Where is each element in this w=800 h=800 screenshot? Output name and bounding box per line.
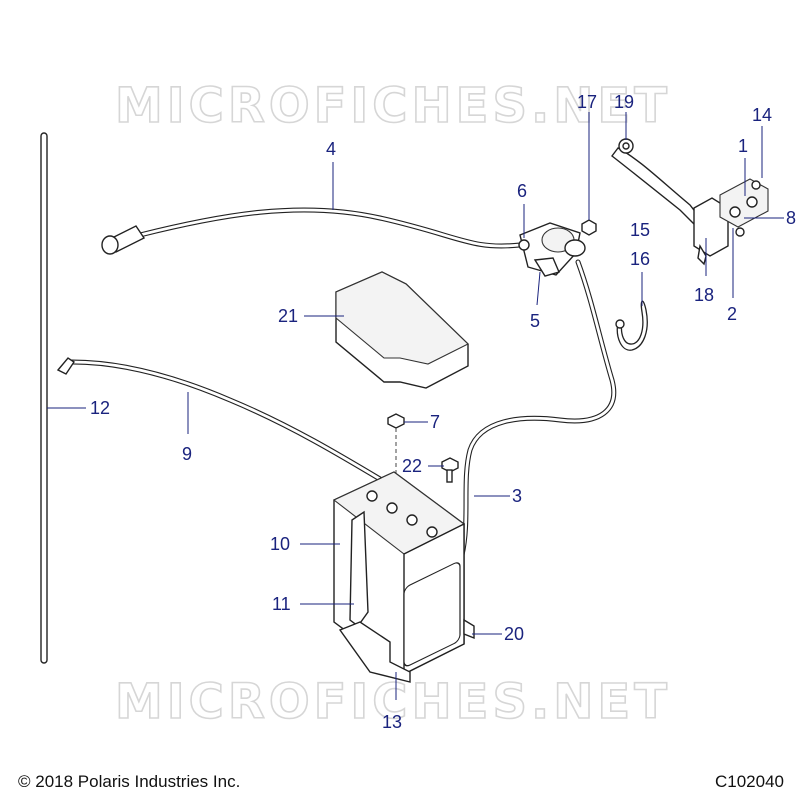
svg-text:21: 21 [278, 306, 298, 326]
callout-13: 13 [382, 672, 402, 732]
part-1-relay [719, 178, 769, 237]
svg-text:19: 19 [614, 92, 634, 112]
part-4-cable [101, 207, 523, 255]
part-21-cover [335, 271, 469, 389]
callout-21: 21 [278, 306, 344, 326]
callout-12: 12 [47, 398, 110, 418]
callout-2: 2 [727, 228, 737, 324]
svg-text:12: 12 [90, 398, 110, 418]
figure-id: C102040 [714, 772, 784, 791]
part-12-vent-tube [40, 132, 48, 664]
part-20-bracket [463, 618, 475, 640]
callout-10: 10 [270, 534, 340, 554]
callout-7: 7 [404, 412, 440, 432]
part-11-strap [349, 510, 369, 627]
part-16-clamp [615, 300, 648, 351]
callout-16: 16 [630, 249, 650, 306]
part-10-battery [332, 471, 466, 676]
svg-text:2: 2 [727, 304, 737, 324]
svg-text:9: 9 [182, 444, 192, 464]
callout-19: 19 [614, 92, 634, 140]
copyright-text: © 2018 Polaris Industries Inc. [18, 772, 241, 791]
part-13-tray [338, 621, 411, 683]
part-17-nut [581, 219, 597, 236]
svg-text:7: 7 [430, 412, 440, 432]
callout-5: 5 [530, 271, 541, 331]
part-9-cable [56, 357, 398, 491]
part-7-screw [387, 413, 405, 484]
svg-text:8: 8 [786, 208, 796, 228]
svg-text:14: 14 [752, 105, 772, 125]
callout-15: 15 [630, 220, 650, 240]
part-5-solenoid [518, 222, 586, 277]
svg-text:10: 10 [270, 534, 290, 554]
callout-11: 11 [272, 594, 354, 614]
svg-text:5: 5 [530, 311, 540, 331]
callout-18: 18 [694, 238, 714, 305]
part-22-bolt [441, 457, 459, 483]
callout-22: 22 [402, 456, 444, 476]
svg-text:13: 13 [382, 712, 402, 732]
callout-9: 9 [182, 392, 192, 464]
watermark-bottom: MICROFICHES.NET [115, 674, 671, 730]
svg-text:1: 1 [738, 136, 748, 156]
svg-text:17: 17 [577, 92, 597, 112]
callout-17: 17 [577, 92, 597, 220]
callout-3: 3 [474, 486, 522, 506]
svg-text:15: 15 [630, 220, 650, 240]
svg-text:18: 18 [694, 285, 714, 305]
svg-text:3: 3 [512, 486, 522, 506]
svg-text:11: 11 [272, 594, 291, 614]
callout-1: 1 [738, 136, 748, 196]
svg-text:4: 4 [326, 139, 336, 159]
svg-text:6: 6 [517, 181, 527, 201]
svg-text:16: 16 [630, 249, 650, 269]
callout-20: 20 [472, 624, 524, 644]
svg-text:22: 22 [402, 456, 422, 476]
callout-4: 4 [326, 139, 336, 210]
callout-6: 6 [517, 181, 527, 238]
watermark-top: MICROFICHES.NET [115, 78, 671, 134]
callout-14: 14 [752, 105, 772, 178]
part-18-bracket [611, 138, 729, 266]
part-3-cable [459, 259, 617, 558]
svg-text:20: 20 [504, 624, 524, 644]
callout-8: 8 [744, 208, 796, 228]
